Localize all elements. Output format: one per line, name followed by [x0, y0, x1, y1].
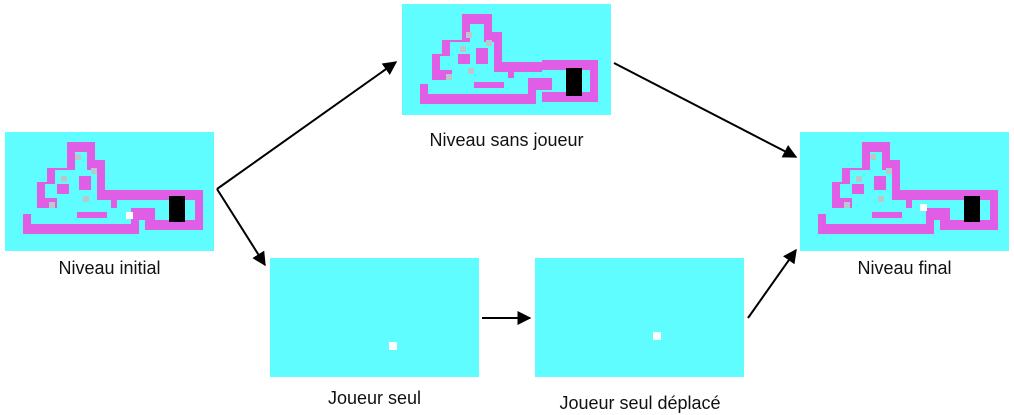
level-map-final	[818, 142, 998, 234]
caption-initial-level: Niveau initial	[58, 258, 161, 278]
caption-level-without-player: Niveau sans joueur	[429, 130, 584, 150]
panel-initial-level	[5, 132, 214, 251]
level-map-without-player	[420, 14, 598, 104]
panel-level-without-player	[402, 4, 611, 115]
arrow-moved-to-final	[747, 248, 797, 319]
player-marker	[389, 342, 397, 350]
caption-player-moved: Joueur seul déplacé	[559, 393, 721, 413]
panel-player-moved	[535, 258, 744, 377]
level-map-initial	[23, 142, 203, 234]
player-marker	[653, 332, 661, 340]
exit-block	[169, 196, 185, 222]
exit-block	[566, 68, 582, 96]
arrow-initial-to-player-only	[216, 188, 266, 267]
player-marker	[126, 212, 133, 219]
panel-player-only	[270, 258, 479, 377]
caption-player-only: Joueur seul	[327, 388, 422, 408]
arrow-initial-to-no-player	[216, 61, 398, 190]
exit-block	[964, 196, 980, 222]
caption-final-level: Niveau final	[857, 258, 952, 278]
arrow-no-player-to-final	[613, 62, 798, 158]
panel-final-level	[800, 132, 1009, 251]
player-marker	[920, 204, 927, 211]
